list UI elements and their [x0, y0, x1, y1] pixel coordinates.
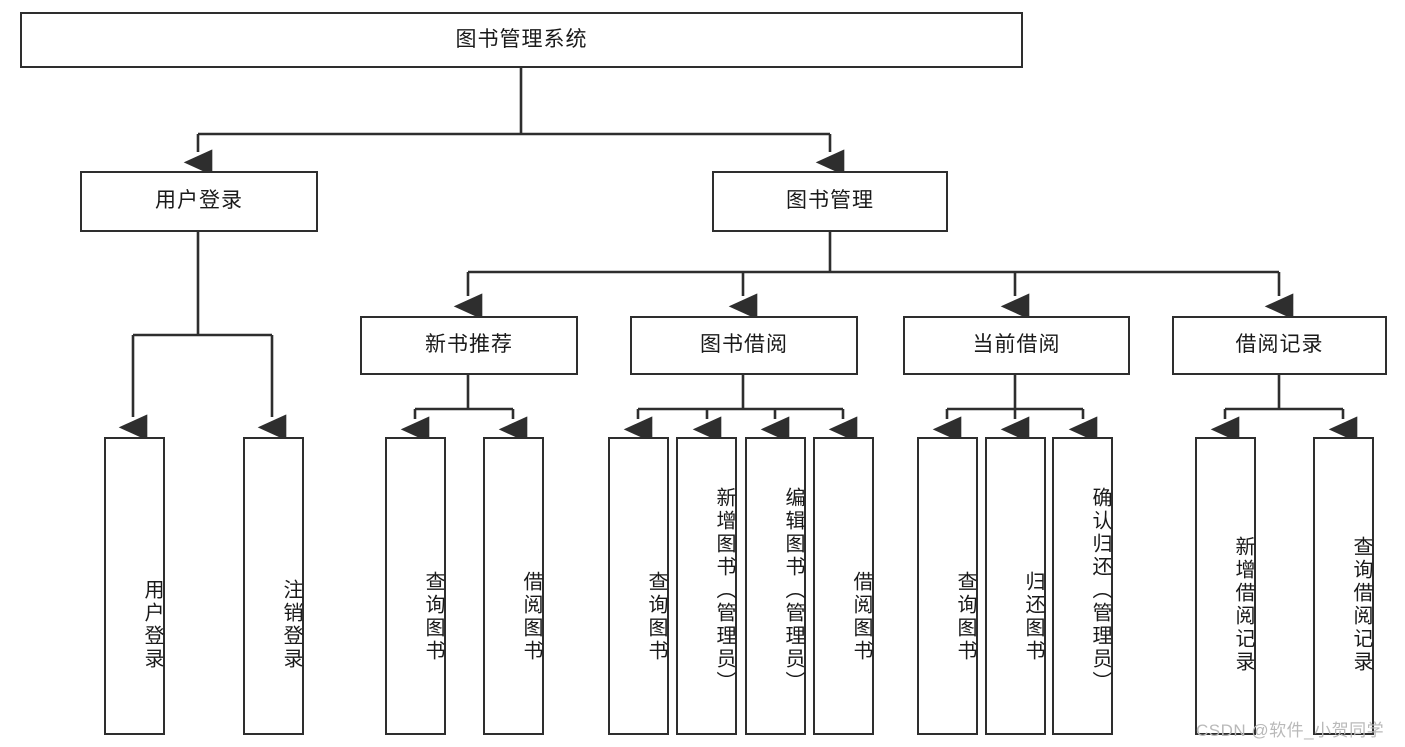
node-user-login[interactable]: 用户登录	[80, 171, 318, 232]
node-leaf-edit-book-admin[interactable]: 编辑图书（管理员）	[745, 437, 806, 735]
node-root-label: 图书管理系统	[455, 27, 588, 51]
node-book-management[interactable]: 图书管理	[712, 171, 948, 232]
node-root[interactable]: 图书管理系统	[20, 12, 1023, 68]
node-leaf-add-book-admin-label: 新增图书（管理员）	[713, 486, 735, 694]
node-leaf-add-borrow-record-label: 新增借阅记录	[1232, 536, 1254, 674]
node-leaf-confirm-return-admin[interactable]: 确认归还（管理员）	[1052, 437, 1113, 735]
node-leaf-user-logout[interactable]: 注销登录	[243, 437, 304, 735]
node-borrow-record[interactable]: 借阅记录	[1172, 316, 1387, 375]
node-new-book-recommend-label: 新书推荐	[425, 333, 513, 357]
node-leaf-borrow-book-rec[interactable]: 借阅图书	[483, 437, 544, 735]
node-leaf-query-borrow-record[interactable]: 查询借阅记录	[1313, 437, 1374, 735]
node-leaf-borrow-book-rec-label: 借阅图书	[520, 571, 542, 663]
node-borrow-record-label: 借阅记录	[1235, 333, 1324, 357]
node-leaf-return-book[interactable]: 归还图书	[985, 437, 1046, 735]
node-leaf-query-book-current-label: 查询图书	[954, 571, 976, 663]
node-leaf-query-book-borrow-label: 查询图书	[645, 571, 667, 663]
node-leaf-borrow-book[interactable]: 借阅图书	[813, 437, 874, 735]
node-leaf-query-book-current[interactable]: 查询图书	[917, 437, 978, 735]
node-book-borrow-label: 图书借阅	[700, 333, 788, 357]
node-current-borrow[interactable]: 当前借阅	[903, 316, 1130, 375]
node-leaf-add-book-admin[interactable]: 新增图书（管理员）	[676, 437, 737, 735]
node-leaf-user-logout-label: 注销登录	[280, 579, 302, 671]
node-book-borrow[interactable]: 图书借阅	[630, 316, 858, 375]
node-leaf-query-book-rec-label: 查询图书	[422, 571, 444, 663]
node-leaf-add-borrow-record[interactable]: 新增借阅记录	[1195, 437, 1256, 735]
node-leaf-return-book-label: 归还图书	[1022, 571, 1044, 663]
node-leaf-user-login-label: 用户登录	[141, 579, 163, 671]
node-current-borrow-label: 当前借阅	[972, 333, 1061, 357]
csdn-watermark: CSDN @软件_小贺同学	[1196, 721, 1385, 740]
node-leaf-query-book-rec[interactable]: 查询图书	[385, 437, 446, 735]
node-book-management-label: 图书管理	[786, 189, 874, 213]
node-leaf-confirm-return-admin-label: 确认归还（管理员）	[1089, 486, 1111, 694]
node-leaf-edit-book-admin-label: 编辑图书（管理员）	[782, 486, 804, 694]
node-leaf-query-borrow-record-label: 查询借阅记录	[1350, 536, 1372, 674]
node-leaf-borrow-book-label: 借阅图书	[850, 571, 872, 663]
node-new-book-recommend[interactable]: 新书推荐	[360, 316, 578, 375]
node-user-login-label: 用户登录	[155, 189, 243, 213]
node-leaf-query-book-borrow[interactable]: 查询图书	[608, 437, 669, 735]
node-leaf-user-login[interactable]: 用户登录	[104, 437, 165, 735]
